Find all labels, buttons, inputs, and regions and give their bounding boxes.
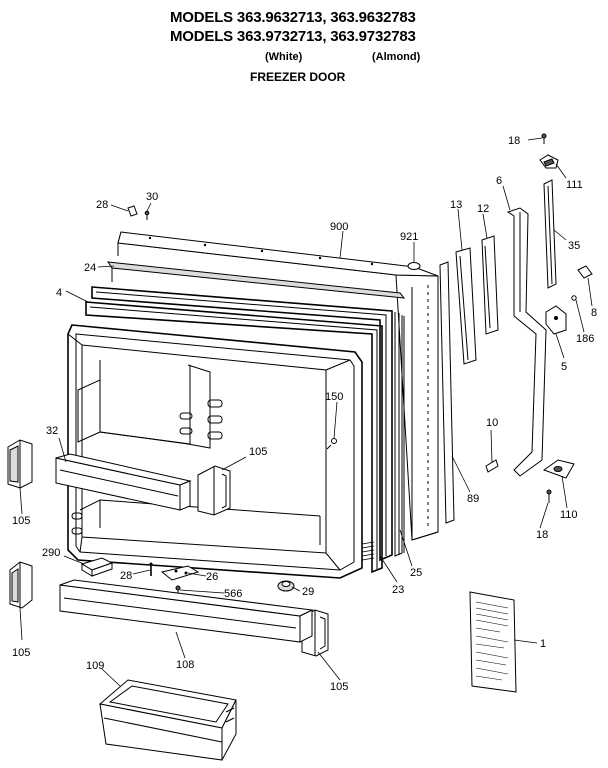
callout-24: 24 (84, 262, 96, 274)
part-150-screw (326, 438, 337, 450)
part-1-instruction-sheet (469, 591, 517, 693)
part-32-door-shelf (55, 453, 192, 511)
part-18-screw-bottom (546, 489, 552, 503)
part-105-bracket-left-bottom (9, 561, 33, 609)
callout-12: 12 (477, 203, 489, 215)
part-186-screw (571, 295, 577, 301)
callout-105-left-bottom: 105 (12, 647, 30, 659)
callout-110: 110 (560, 509, 578, 521)
callout-900: 900 (330, 221, 348, 233)
models-line-2: MODELS 363.9732713, 363.9732783 (170, 28, 416, 45)
callout-23: 23 (392, 584, 404, 596)
callout-30: 30 (146, 191, 158, 203)
callout-921: 921 (400, 231, 418, 243)
part-18-screw-top (541, 133, 547, 144)
part-28-clip-bottom (149, 562, 153, 576)
part-111-top-cap (539, 154, 559, 169)
callout-290: 290 (42, 547, 60, 559)
part-109-bin (98, 679, 237, 761)
part-108-lower-shelf (59, 579, 314, 643)
callout-18-bottom: 18 (536, 529, 548, 541)
callout-35: 35 (568, 240, 580, 252)
part-35-handle-trim (543, 179, 557, 289)
part-566-screw (175, 585, 181, 596)
part-10-clip (485, 459, 499, 473)
part-89-door-strip (439, 261, 455, 524)
part-30-screw (144, 210, 150, 220)
part-8-plate (577, 265, 593, 279)
callout-5: 5 (561, 361, 567, 373)
part-23-inner-door-liner (67, 324, 375, 579)
part-110-bottom-cap (542, 459, 575, 479)
part-105-bracket-left-top (7, 439, 33, 489)
callout-1: 1 (540, 638, 546, 650)
color-almond-label: (Almond) (372, 51, 421, 63)
callout-26: 26 (206, 571, 218, 583)
callout-111: 111 (566, 179, 583, 191)
callout-13: 13 (450, 199, 462, 211)
callout-6: 6 (496, 175, 502, 187)
callout-28-top: 28 (96, 199, 108, 211)
callout-105-left-top: 105 (12, 515, 30, 527)
part-290-block (80, 557, 114, 577)
callout-28-bottom: 28 (120, 570, 132, 582)
callout-29: 29 (302, 586, 314, 598)
part-25-vertical-trim (394, 312, 403, 557)
callout-186: 186 (576, 333, 594, 345)
part-900-outer-door-panel (117, 231, 439, 541)
section-title: FREEZER DOOR (250, 70, 346, 84)
callout-109: 109 (86, 660, 104, 672)
part-13-vertical-strip (455, 247, 477, 365)
callout-105-bottom: 105 (330, 681, 348, 693)
callout-18-top: 18 (508, 135, 520, 147)
callout-150: 150 (325, 391, 343, 403)
callout-32: 32 (46, 425, 58, 437)
part-4-door-gasket (85, 286, 405, 574)
models-line-1: MODELS 363.9632713, 363.9632783 (170, 9, 416, 26)
callout-labels: 18 111 6 35 13 12 921 900 28 30 24 4 8 1… (12, 135, 597, 693)
callout-89: 89 (467, 493, 479, 505)
callout-8: 8 (591, 307, 597, 319)
part-29-cap (277, 580, 295, 592)
part-28-clip-top (127, 205, 138, 217)
callout-566: 566 (224, 588, 242, 600)
part-105-bracket-middle (197, 465, 231, 516)
part-5-hinge-block (545, 305, 567, 335)
color-white-label: (White) (265, 51, 303, 63)
callout-108: 108 (176, 659, 194, 671)
callout-105-middle: 105 (249, 446, 267, 458)
part-6-handle (506, 207, 547, 477)
callout-25: 25 (410, 567, 422, 579)
leader-lines (19, 137, 593, 687)
part-26-hinge-plate (160, 565, 200, 581)
part-12-bracket-strip (481, 235, 499, 335)
callout-4: 4 (56, 287, 62, 299)
callout-10: 10 (486, 417, 498, 429)
